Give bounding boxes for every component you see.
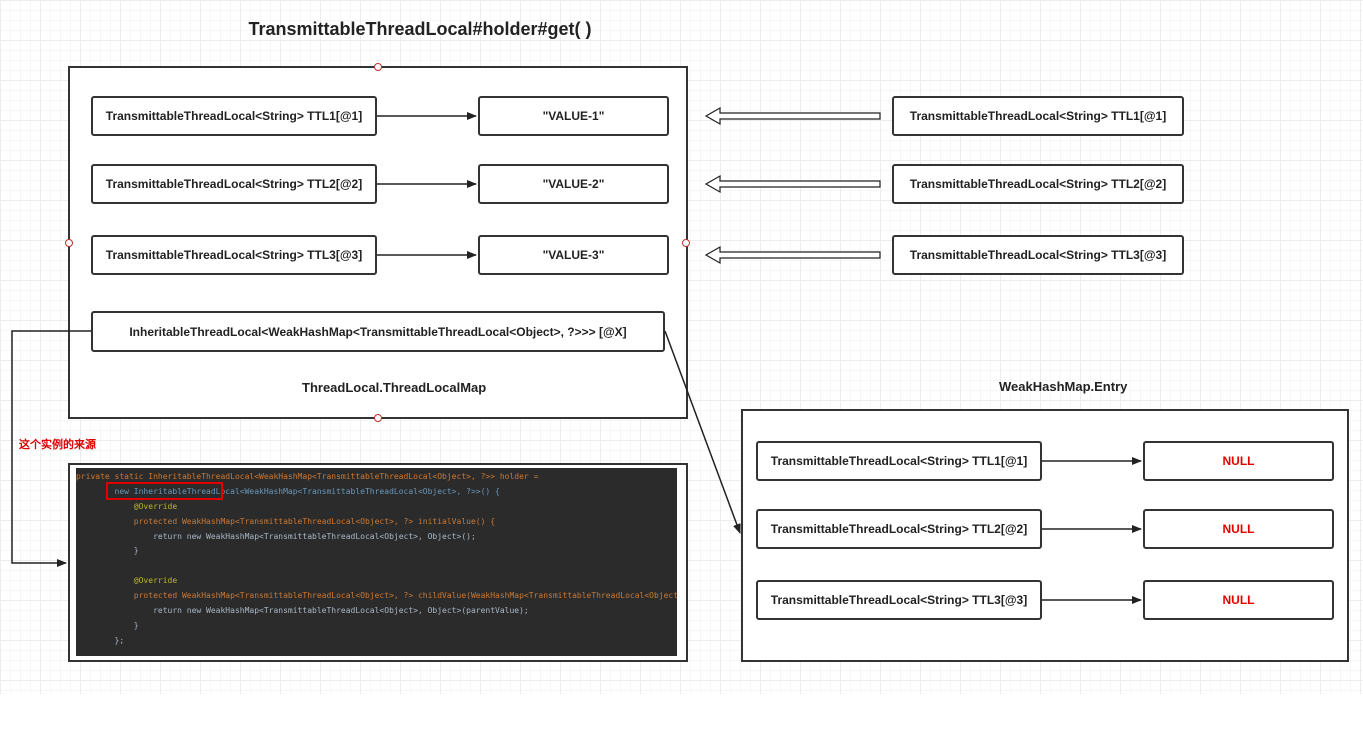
map-value-3[interactable]: "VALUE-3" — [478, 235, 669, 275]
external-ref-ttl3[interactable]: TransmittableThreadLocal<String> TTL3[@3… — [892, 235, 1184, 275]
holder-key-box[interactable]: InheritableThreadLocal<WeakHashMap<Trans… — [91, 311, 665, 352]
holder-to-weakmap-arrow — [664, 330, 741, 534]
weak-key-ttl2[interactable]: TransmittableThreadLocal<String> TTL2[@2… — [756, 509, 1042, 549]
weak-value-null-2[interactable]: NULL — [1143, 509, 1334, 549]
code-line: return new WeakHashMap<TransmittableThre… — [76, 531, 476, 541]
map-key-ttl3[interactable]: TransmittableThreadLocal<String> TTL3[@3… — [91, 235, 377, 275]
code-line: } — [76, 620, 139, 630]
source-note: 这个实例的来源 — [19, 439, 96, 451]
diagram-title: TransmittableThreadLocal#holder#get( ) — [248, 19, 592, 39]
resize-handle-left[interactable] — [65, 239, 73, 247]
external-ref-ttl1[interactable]: TransmittableThreadLocal<String> TTL1[@1… — [892, 96, 1184, 136]
map-value-1[interactable]: "VALUE-1" — [478, 96, 669, 136]
weak-hash-map-label: WeakHashMap.Entry — [999, 379, 1128, 394]
code-highlight-box — [106, 482, 223, 500]
weak-key-ttl3[interactable]: TransmittableThreadLocal<String> TTL3[@3… — [756, 580, 1042, 620]
weak-value-null-3[interactable]: NULL — [1143, 580, 1334, 620]
code-line: protected WeakHashMap<TransmittableThrea… — [133, 591, 677, 601]
resize-handle-top[interactable] — [374, 63, 382, 71]
hollow-arrow-2 — [704, 174, 881, 194]
external-ref-ttl2[interactable]: TransmittableThreadLocal<String> TTL2[@2… — [892, 164, 1184, 204]
code-line: }; — [76, 635, 125, 645]
code-line: @Override — [76, 501, 178, 511]
code-line: protected WeakHashMap<TransmittableThrea… — [76, 516, 496, 526]
code-line: return new WeakHashMap<TransmittableThre… — [76, 606, 529, 616]
thread-local-map-label: ThreadLocal.ThreadLocalMap — [302, 380, 487, 395]
source-elbow-arrow — [11, 330, 91, 567]
weak-key-ttl1[interactable]: TransmittableThreadLocal<String> TTL1[@1… — [756, 441, 1042, 481]
code-line: } — [76, 546, 139, 556]
code-line: new InheritableThreadLocal<WeakHashMap<T… — [76, 486, 500, 496]
map-key-ttl2[interactable]: TransmittableThreadLocal<String> TTL2[@2… — [91, 164, 377, 204]
code-line: private static InheritableThreadLocal<We… — [76, 472, 539, 481]
map-value-2[interactable]: "VALUE-2" — [478, 164, 669, 204]
hollow-arrow-3 — [704, 245, 881, 265]
hollow-arrow-1 — [704, 106, 881, 126]
code-line: @Override — [76, 576, 178, 586]
weak-value-null-1[interactable]: NULL — [1143, 441, 1334, 481]
map-key-ttl1[interactable]: TransmittableThreadLocal<String> TTL1[@1… — [91, 96, 377, 136]
resize-handle-right[interactable] — [682, 239, 690, 247]
resize-handle-bottom[interactable] — [374, 414, 382, 422]
